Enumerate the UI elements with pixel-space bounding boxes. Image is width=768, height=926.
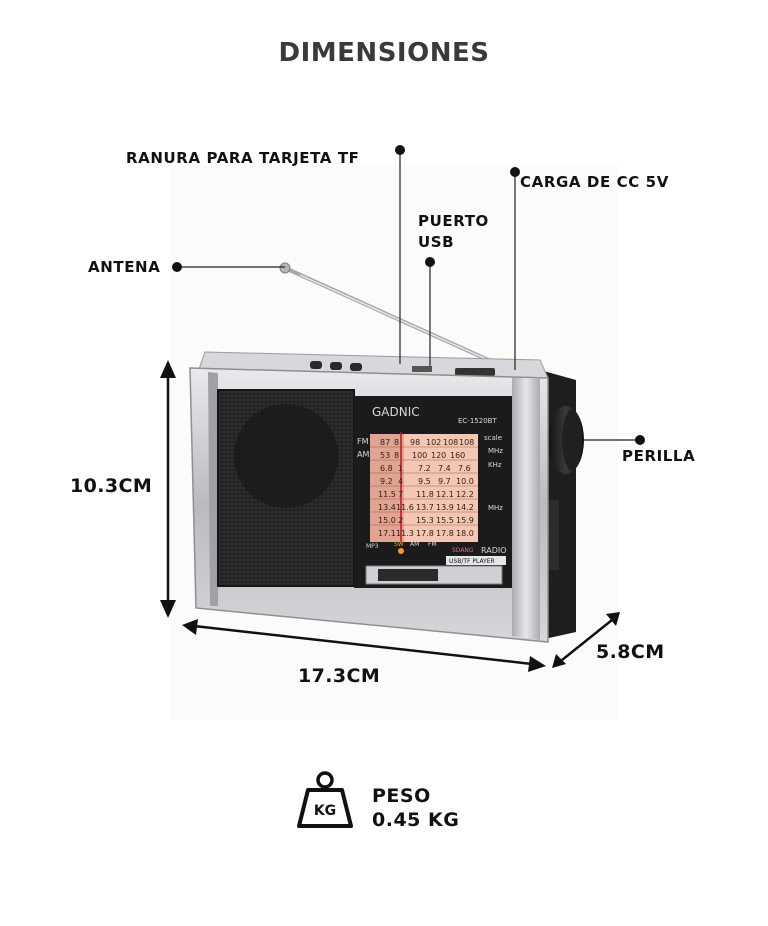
callout-usb-line2: USB: [418, 233, 455, 251]
dial-cell: 12.1: [436, 490, 454, 499]
dial-cell: 100: [412, 451, 427, 460]
dial-cell: 8: [394, 438, 399, 447]
dial-cell: 17.1: [378, 529, 396, 538]
dial-cell: 9.2: [380, 477, 393, 486]
dial-cell: 11.6: [396, 503, 414, 512]
callout-usb-line1: PUERTO: [418, 212, 489, 230]
callout-tf-slot: RANURA PARA TARJETA TF: [126, 149, 360, 167]
dial-cell: 14.2: [456, 503, 474, 512]
dial-cell: 108: [443, 438, 458, 447]
weight-value: 0.45 KG: [372, 809, 460, 831]
mode-label: MP3: [366, 543, 379, 550]
unit-mhz: MHz: [488, 447, 503, 455]
callout-dc-charge: CARGA DE CC 5V: [520, 173, 669, 191]
dimension-height: 10.3CM: [70, 475, 153, 497]
scale-label: scale: [484, 434, 502, 442]
dial-cell: 98: [410, 438, 420, 447]
dial-cell: 15.0: [378, 516, 396, 525]
dial-cell: 7: [398, 490, 403, 499]
dial-cell: 17.8: [436, 529, 454, 538]
band-label-am: AM: [357, 450, 369, 459]
dimension-arrows: [160, 360, 620, 672]
weight-icon: KG: [297, 771, 353, 828]
dial-cell: 18.0: [456, 529, 474, 538]
dial-cell: 102: [426, 438, 441, 447]
dial-cell: 1: [398, 464, 403, 473]
player-label: USB/TF PLAYER: [449, 558, 495, 565]
dial-cell: 6.8: [380, 464, 393, 473]
dial-cell: 13.7: [416, 503, 434, 512]
weight-icon-text: KG: [314, 803, 336, 819]
dial-cell: 15.9: [456, 516, 474, 525]
callout-knob: PERILLA: [622, 447, 696, 465]
dial-cell: 9.5: [418, 477, 431, 486]
dial-cell: 9.7: [438, 477, 451, 486]
dial-cell: 7.6: [458, 464, 471, 473]
dial-cell: 87: [380, 438, 390, 447]
weight-block: PESO 0.45 KG: [372, 784, 459, 832]
dimension-width: 17.3CM: [298, 665, 381, 687]
dial-cell: 4: [398, 477, 403, 486]
radio-label: RADIO: [481, 546, 507, 555]
dial-cell: 15.3: [416, 516, 434, 525]
weight-label: PESO: [372, 785, 431, 807]
dial-cell: 120: [431, 451, 446, 460]
dial-cell: 2: [398, 516, 403, 525]
model-number: EC-1520BT: [458, 417, 497, 425]
band-label-fm: FM: [357, 437, 369, 446]
dial-cell: 17.8: [416, 529, 434, 538]
dial-cell: 12.2: [456, 490, 474, 499]
dial-cell: 8: [394, 451, 399, 460]
dial-cell: 11.5: [378, 490, 396, 499]
dial-cell: 10.0: [456, 477, 474, 486]
dimension-depth: 5.8CM: [596, 641, 665, 663]
mode-label: SW: [394, 541, 404, 548]
dial-cell: 11.3: [396, 529, 414, 538]
mode-label: FM: [428, 541, 437, 548]
dial-cell: 7.4: [438, 464, 451, 473]
dial-cell: 13.4: [378, 503, 396, 512]
dial-cell: 7.2: [418, 464, 431, 473]
page-title: DIMENSIONES: [278, 38, 490, 68]
dial-window: [370, 434, 478, 542]
subbrand-label: SDANG: [452, 547, 474, 554]
dial-cell: 108: [459, 438, 474, 447]
unit-mhz-sw: MHz: [488, 504, 503, 512]
dial-cell: 53: [380, 451, 390, 460]
brand-logo: GADNIC: [372, 405, 420, 419]
dial-cell: 11.8: [416, 490, 434, 499]
callout-antenna: ANTENA: [88, 258, 161, 276]
dial-cell: 160: [450, 451, 465, 460]
tuning-knob: [548, 406, 584, 474]
band-selector-slider: [378, 569, 438, 581]
unit-khz: KHz: [488, 461, 502, 469]
dial-cell: 13.9: [436, 503, 454, 512]
mode-label: AM: [410, 541, 419, 548]
dial-cell: 15.5: [436, 516, 454, 525]
